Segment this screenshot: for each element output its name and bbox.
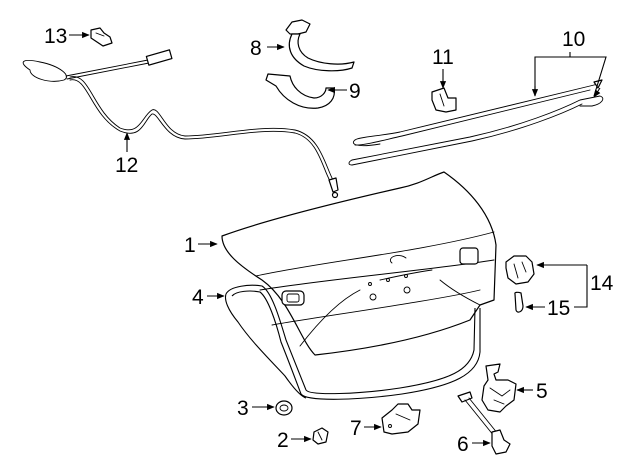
callout-10[interactable]: 10	[562, 28, 585, 51]
callout-15[interactable]: 15	[547, 297, 570, 320]
bulb-part[interactable]	[514, 291, 524, 313]
callout-6[interactable]: 6	[457, 433, 469, 456]
grommet-part[interactable]	[275, 400, 293, 416]
lamp-socket-part[interactable]	[505, 255, 535, 285]
hinge-upper-part[interactable]	[285, 19, 355, 72]
callout-13[interactable]: 13	[44, 25, 67, 48]
cable-clip-part[interactable]	[90, 27, 113, 47]
lock-actuator-part[interactable]	[481, 363, 517, 413]
callout-labels: 13 12 8 9 11 10 1 4 14 15 5 6 7 3 2	[44, 25, 614, 456]
leader-lines	[69, 31, 607, 447]
release-cable-part[interactable]	[22, 49, 339, 199]
trunk-lid-part[interactable]	[221, 171, 497, 356]
callout-12[interactable]: 12	[115, 154, 138, 177]
callout-3[interactable]: 3	[237, 397, 249, 420]
callout-14[interactable]: 14	[590, 272, 614, 295]
leader-14-15-frame	[574, 265, 588, 308]
callout-7[interactable]: 7	[350, 417, 362, 440]
bracket-clip-part[interactable]	[431, 87, 457, 113]
callout-2[interactable]: 2	[277, 429, 289, 452]
callout-1[interactable]: 1	[184, 234, 196, 257]
striker-part[interactable]	[457, 391, 511, 455]
callout-11[interactable]: 11	[432, 46, 454, 69]
callout-5[interactable]: 5	[536, 380, 548, 403]
leader-10-frame	[534, 56, 607, 97]
callout-8[interactable]: 8	[250, 37, 262, 60]
torsion-bars-part[interactable]	[348, 79, 604, 166]
callout-4[interactable]: 4	[192, 286, 204, 309]
release-switch-part[interactable]	[381, 403, 421, 435]
bumper-stop-part[interactable]	[312, 427, 329, 445]
callout-9[interactable]: 9	[349, 80, 361, 103]
hinge-lower-part[interactable]	[265, 73, 335, 109]
weatherstrip-part[interactable]	[224, 284, 481, 400]
